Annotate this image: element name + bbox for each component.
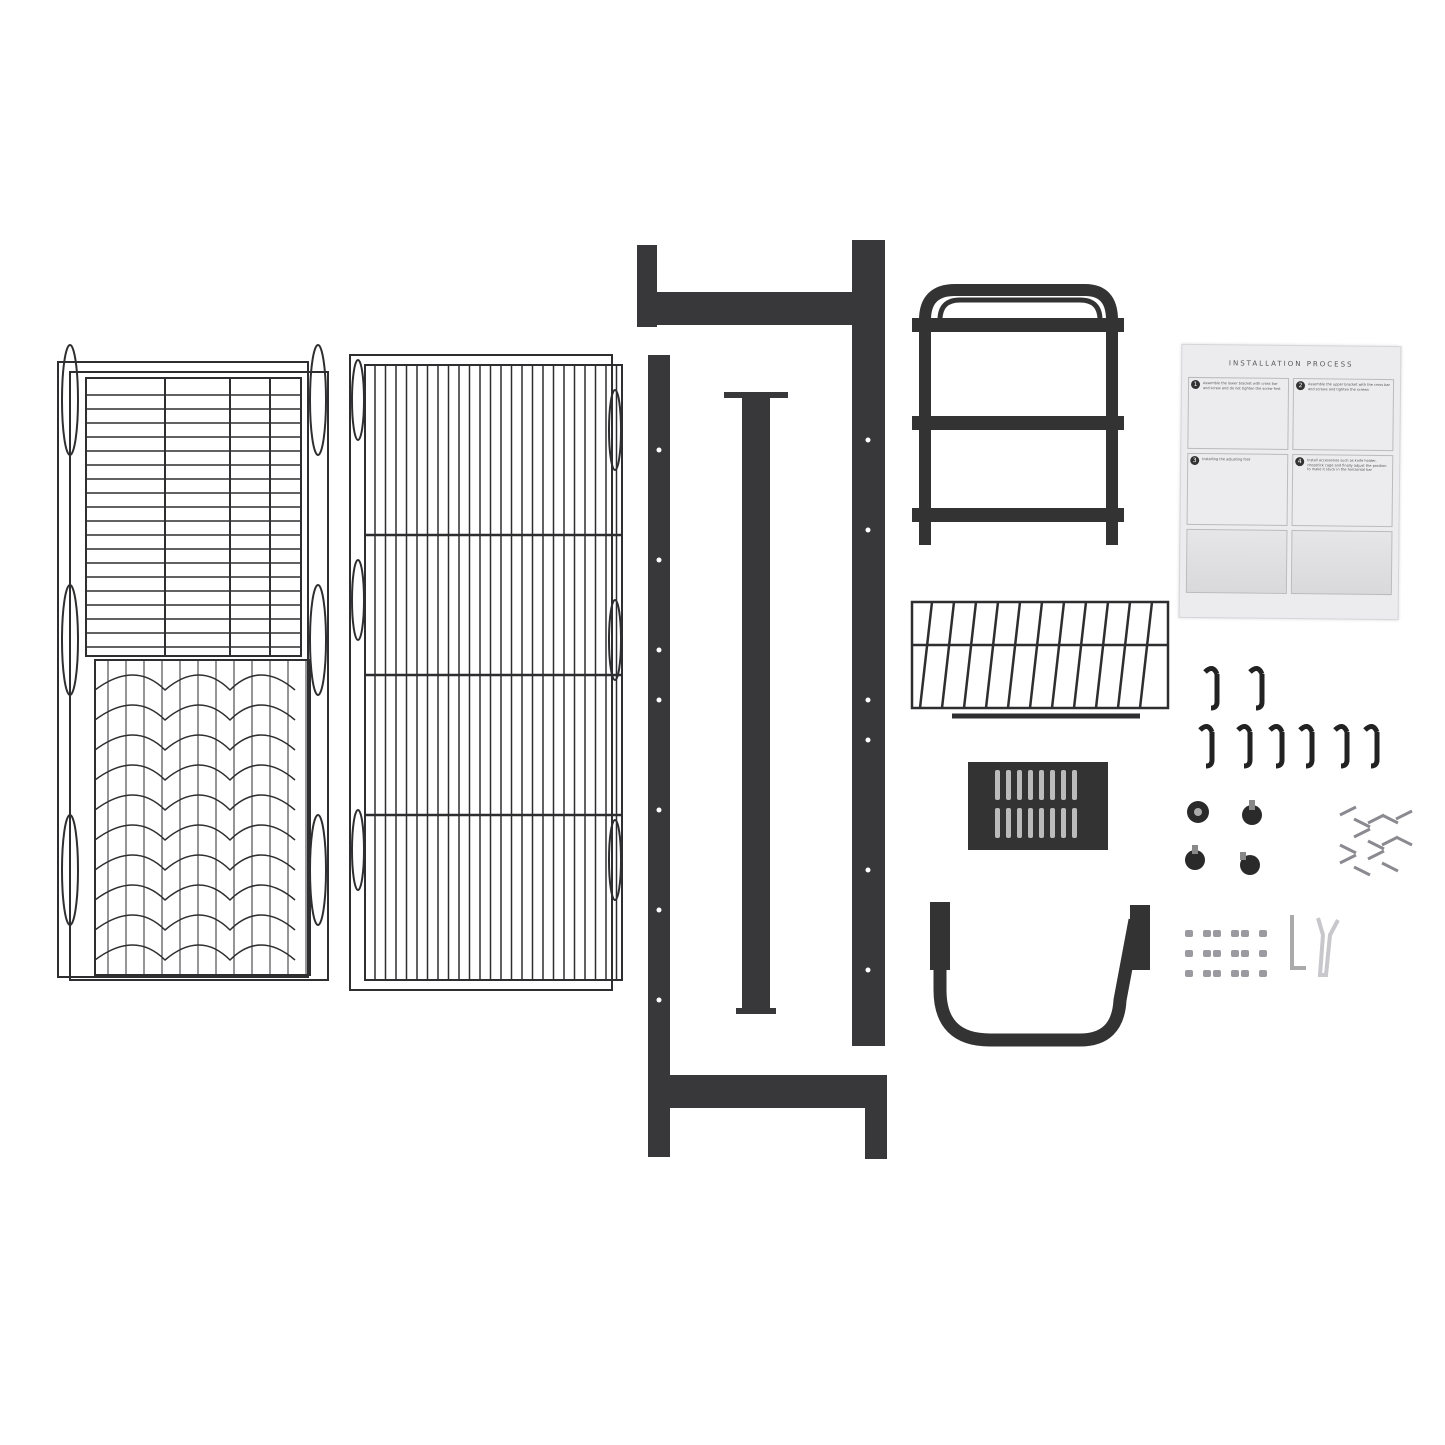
tall-right-post [852, 240, 885, 1046]
u-handle-hook-right [1130, 905, 1150, 970]
top-frame-crossbar [637, 292, 872, 325]
knife-holder [968, 762, 1108, 850]
s-hooks [1198, 666, 1380, 769]
middle-rod [742, 398, 770, 1010]
u-handle-hook-left [930, 902, 950, 970]
dish-basket [57, 344, 329, 981]
bottom-frame-foot [865, 1075, 887, 1159]
utensil-wire-basket [910, 600, 1170, 719]
flat-wire-shelf [349, 354, 623, 991]
example-photo-2 [1290, 530, 1393, 596]
example-photo-1 [1185, 528, 1288, 594]
middle-rod-top-plate [724, 392, 788, 398]
u-handle [933, 915, 1142, 1047]
screws [1339, 805, 1413, 877]
tall-left-post [648, 355, 670, 1157]
middle-rod-bottom-plate [736, 1008, 776, 1014]
adjusting-feet [1185, 800, 1262, 875]
bottom-frame-crossbar [670, 1075, 887, 1108]
frame-bars [637, 240, 887, 1159]
nuts [1185, 930, 1267, 977]
shelf-bracket [912, 284, 1124, 545]
wrench-icon [1316, 917, 1340, 977]
allen-key-icon [1290, 915, 1306, 970]
